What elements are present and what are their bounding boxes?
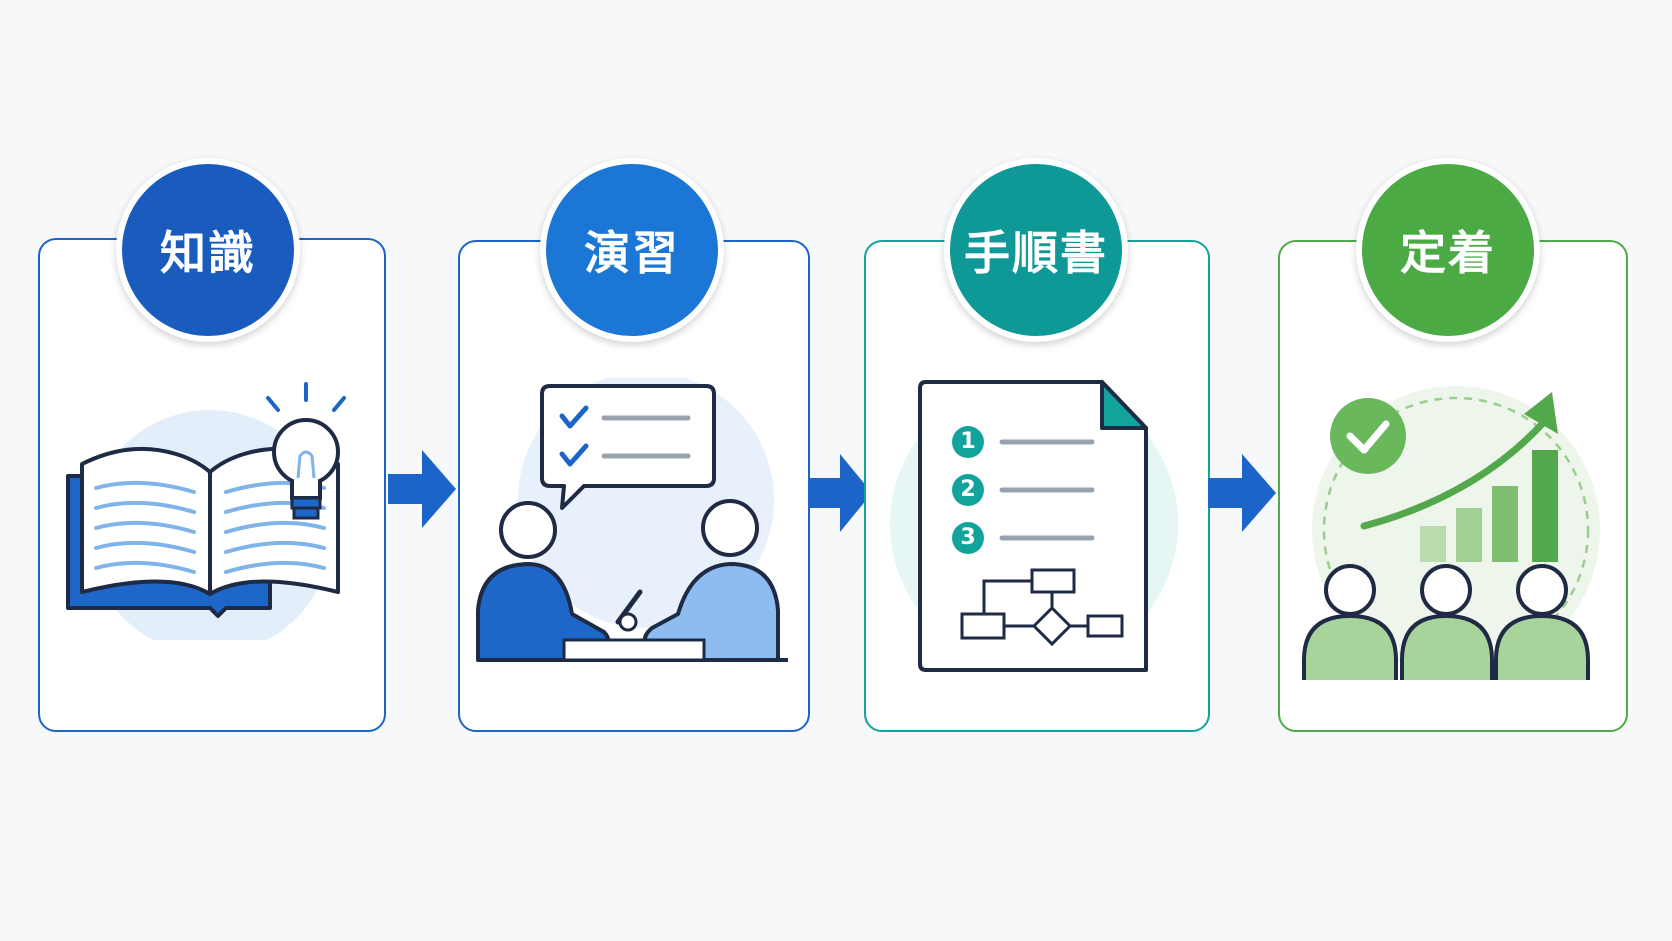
step-badge-procedure: 手順書 <box>944 158 1128 342</box>
arrow-right-icon <box>1208 454 1276 532</box>
step-badge-practice: 演習 <box>540 158 724 342</box>
step-number-3: 3 <box>960 525 976 550</box>
growth-chart-team-icon <box>1302 386 1600 680</box>
step-number-2: 2 <box>960 477 976 502</box>
procedure-document-icon <box>890 380 1178 672</box>
arrow-right-icon <box>808 454 872 532</box>
lightbulb-icon <box>266 382 346 520</box>
step-badge-knowledge: 知識 <box>116 158 300 342</box>
step-number-1: 1 <box>960 429 976 454</box>
step-badge-establishment: 定着 <box>1356 158 1540 342</box>
two-people-practice-icon <box>476 378 788 662</box>
book-lightbulb-icon <box>66 410 340 640</box>
arrow-right-icon <box>388 450 456 528</box>
